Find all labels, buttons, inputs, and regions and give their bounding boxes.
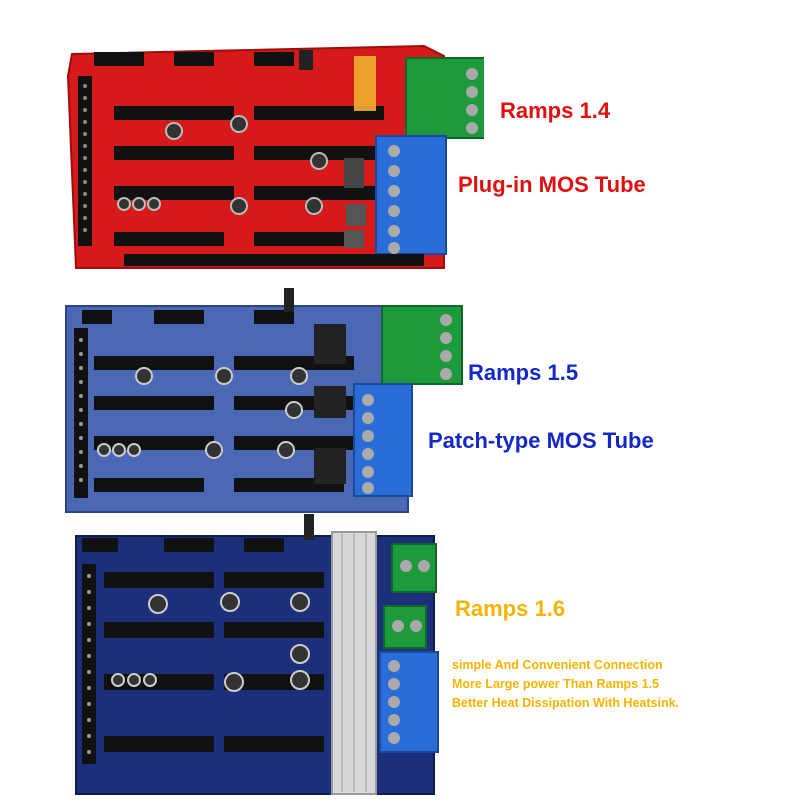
ramps-1-6-title: Ramps 1.6: [455, 596, 566, 621]
dark-blue-pcb-image: [75, 514, 439, 795]
ramps-1-5-board-photo: [64, 288, 464, 516]
feature-line-2: More Large power Than Ramps 1.5: [452, 677, 659, 691]
blue-pcb-image: [65, 288, 463, 513]
ramps-1-4-title: Ramps 1.4: [500, 98, 611, 123]
ramps-1-6-feature-list: simple And Convenient Connection More La…: [452, 656, 679, 713]
ramps-1-5-title: Ramps 1.5: [468, 360, 579, 385]
feature-line-1: simple And Convenient Connection: [452, 658, 663, 672]
ramps-1-4-subtitle: Plug-in MOS Tube: [458, 172, 646, 197]
ramps-1-4-board-photo: [64, 36, 487, 276]
ramps-1-5-subtitle: Patch-type MOS Tube: [428, 428, 654, 453]
ramps-1-6-board-photo: [74, 514, 444, 798]
feature-line-3: Better Heat Dissipation With Heatsink.: [452, 696, 680, 710]
red-pcb-image: [66, 44, 487, 269]
